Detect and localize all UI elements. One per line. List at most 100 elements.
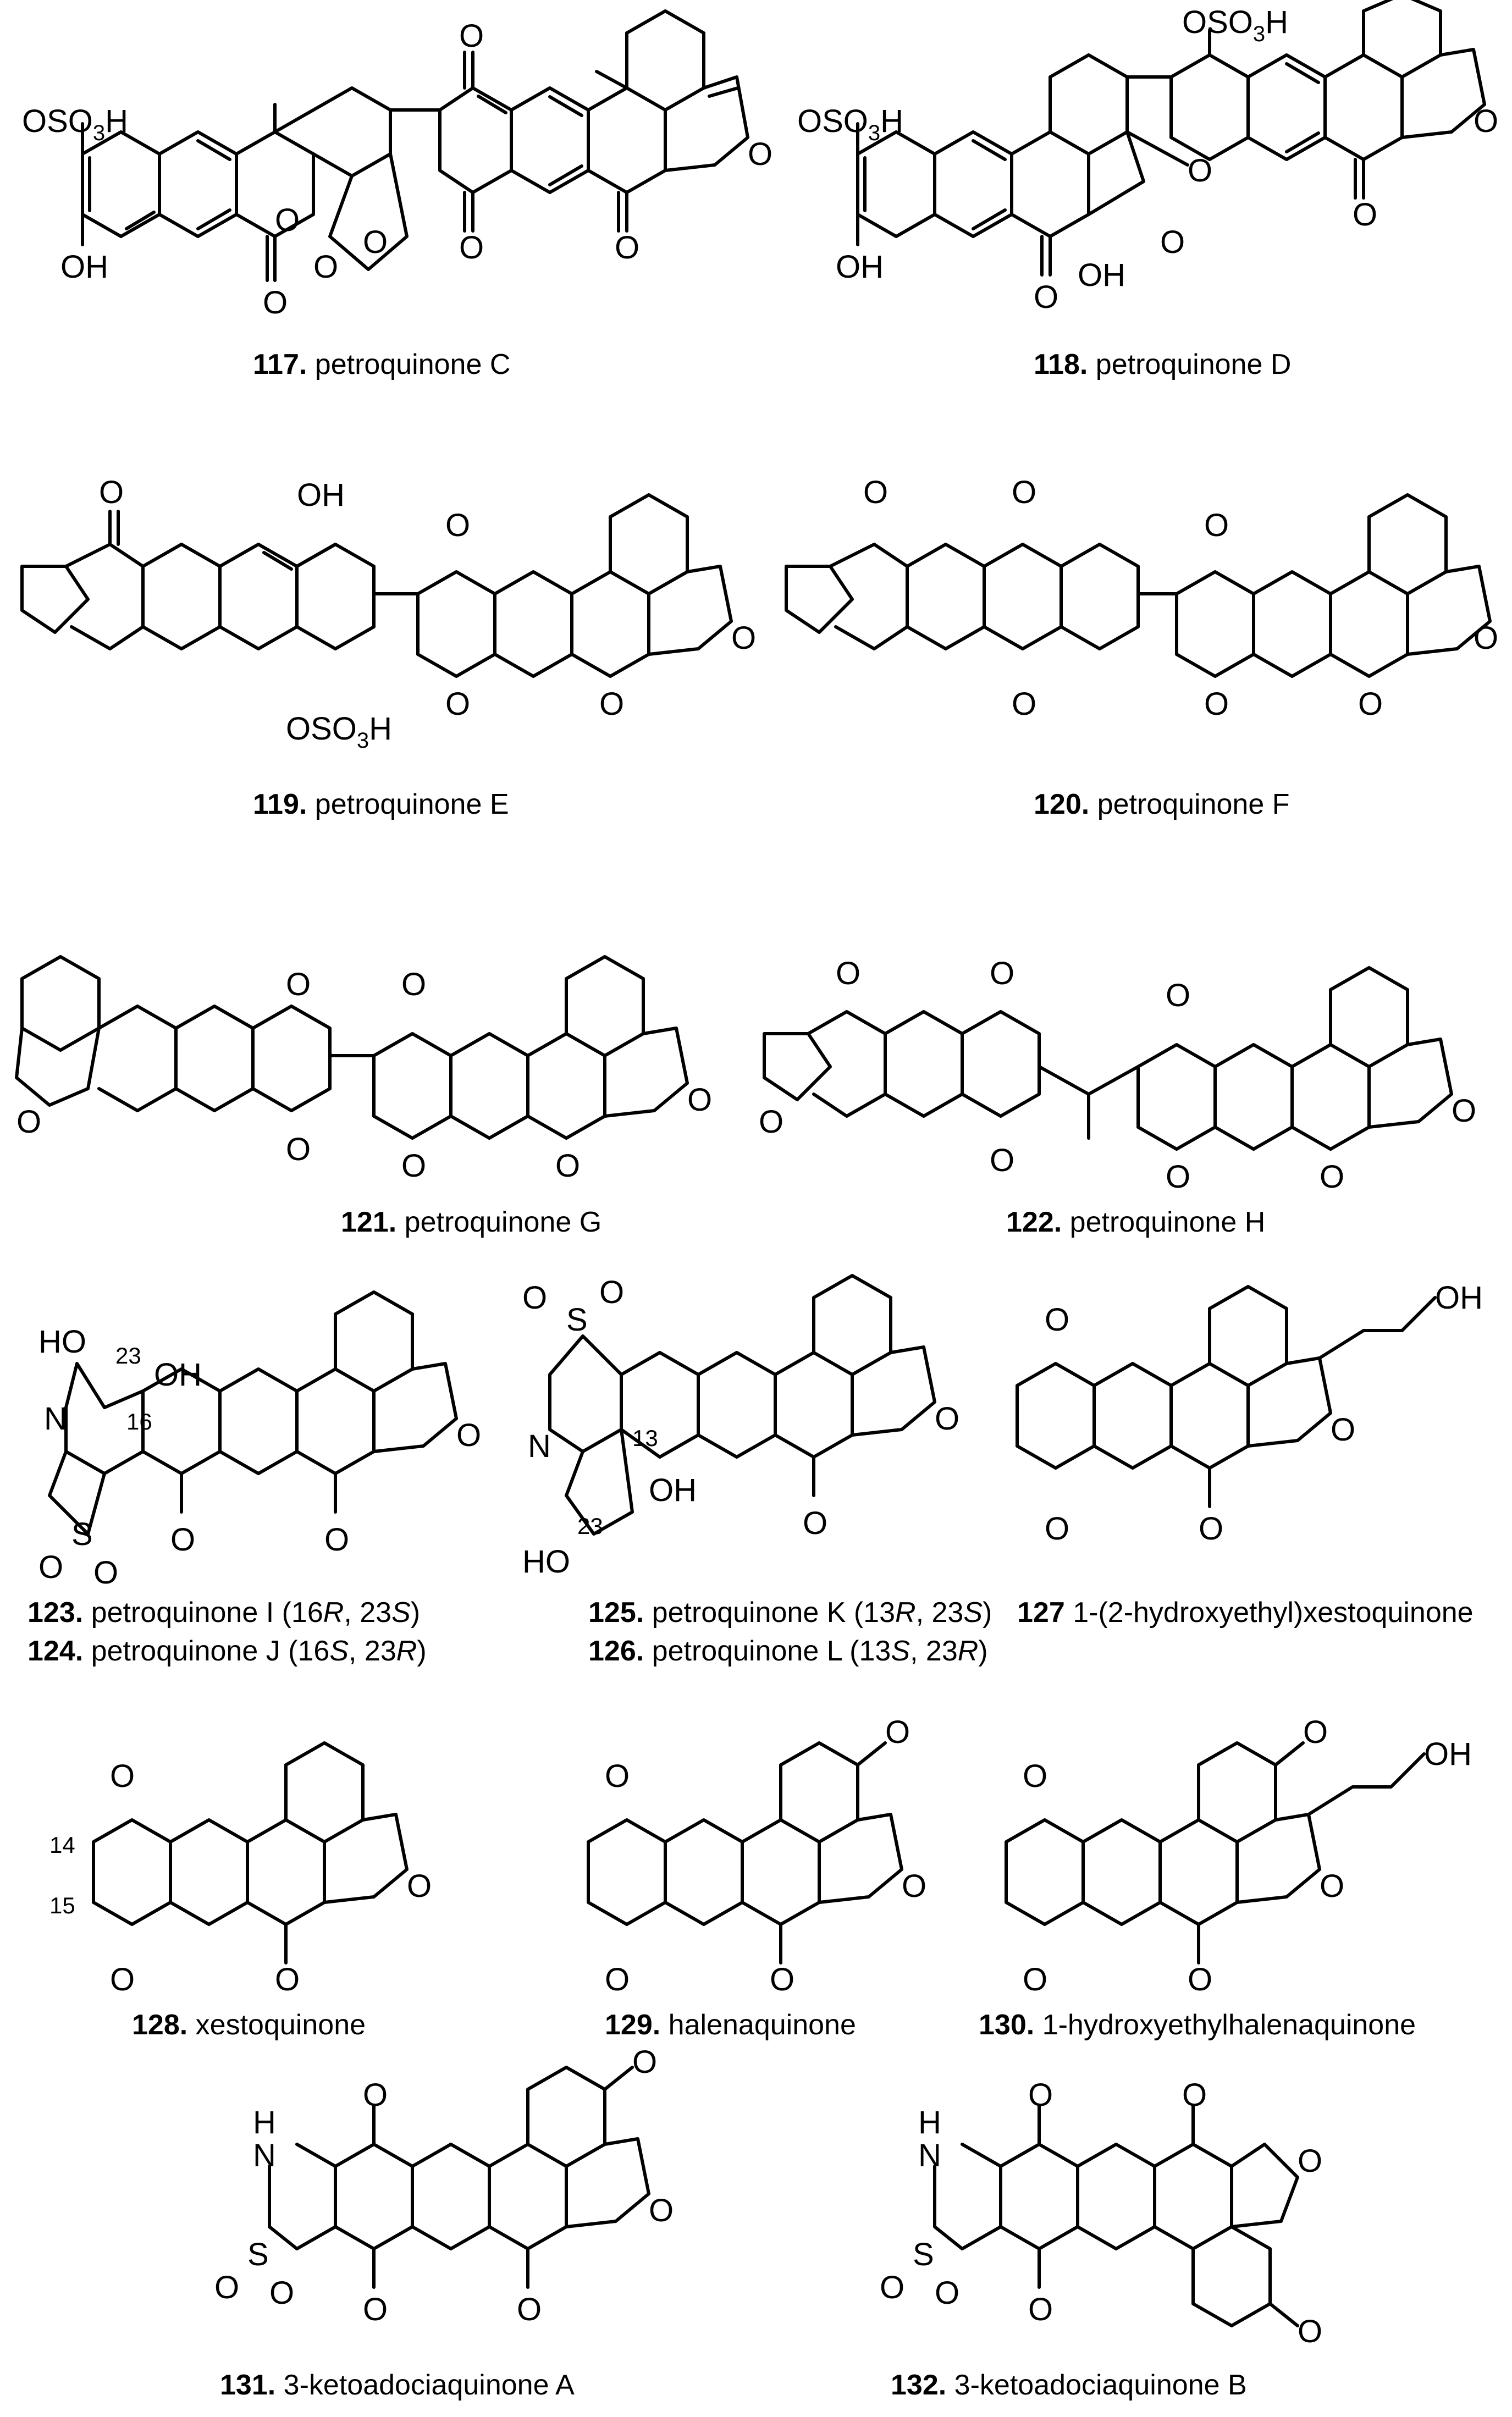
o-121-e: O (401, 1148, 426, 1184)
o-125-b: O (599, 1274, 624, 1310)
o-117-e: O (459, 18, 484, 54)
o-120-c: O (1012, 686, 1036, 722)
caption-119: 119. petroquinone E (253, 788, 509, 820)
o-123-b: O (93, 1555, 118, 1591)
oso3h-119: OSO3H (286, 711, 392, 753)
structure-119: O OH OSO3H O O O O 119. petroquinone E (20, 474, 756, 820)
oh-119: OH (297, 477, 345, 513)
o-132-b: O (935, 2275, 959, 2311)
structure-130: O O O O O OH 130. 1-hydroxyethylhalenaqu… (979, 1714, 1472, 2041)
caption-123: 123. petroquinone I (16R, 23S) (27, 1597, 420, 1629)
o-121-a: O (16, 1104, 41, 1140)
locant-14: 14 (49, 1832, 75, 1858)
o-130-b: O (1023, 1962, 1047, 1997)
o-125-d: O (935, 1401, 959, 1437)
o-118-b: O (1160, 224, 1185, 260)
o-119-c: O (445, 686, 470, 722)
s-131: S (247, 2237, 269, 2272)
caption-127: 127 1-(2-hydroxyethyl)xestoquinone (1017, 1597, 1474, 1629)
oh-117: OH (60, 249, 108, 285)
structure-125-126: O S O N 13 OH 23 HO O O 125. petroquinon… (522, 1274, 992, 1667)
o-120-e: O (1204, 686, 1229, 722)
o-122-c: O (990, 956, 1014, 991)
o-118-c: O (1188, 153, 1212, 189)
locant-23-b: 23 (577, 1513, 603, 1539)
o-117-b: O (275, 202, 300, 238)
o-119-b: O (445, 507, 470, 543)
o-130-c: O (1188, 1962, 1212, 1997)
nh-132-n: N (918, 2138, 941, 2173)
oh-118-b: OH (1078, 257, 1125, 293)
o-131-b: O (269, 2275, 294, 2311)
o-123-a: O (38, 1549, 63, 1585)
caption-126: 126. petroquinone L (13S, 23R) (588, 1635, 988, 1667)
structure-132: H N S O O O O O O O 132. 3-ketoadociaqui… (880, 2077, 1322, 2401)
o-120-d: O (1204, 507, 1229, 543)
caption-122: 122. petroquinone H (1006, 1206, 1265, 1238)
o-132-d: O (1028, 2292, 1053, 2327)
nh-131-n: N (253, 2138, 276, 2173)
s-132: S (913, 2237, 934, 2272)
o-118-a: O (1034, 279, 1058, 315)
structure-122: O O O O O O O O 122. petroquinone H (759, 956, 1476, 1238)
o-118-d: O (1353, 197, 1377, 233)
ho-123: HO (38, 1324, 86, 1360)
structure-128: O O 14 15 O O 128. xestoquinone (49, 1741, 432, 2041)
locant-13: 13 (632, 1425, 658, 1451)
caption-121: 121. petroquinone G (341, 1206, 602, 1238)
o-125-c: O (803, 1505, 827, 1541)
o-128-a: O (110, 1758, 135, 1794)
o-121-d: O (401, 967, 426, 1002)
o-130-a: O (1023, 1758, 1047, 1794)
o-121-f: O (555, 1148, 580, 1184)
structure-127: O O O O OH 127 1-(2-hydroxyethyl)xestoqu… (1016, 1280, 1483, 1629)
locant-16: 16 (126, 1409, 152, 1434)
o-119-a: O (99, 474, 124, 510)
o-132-g: O (1298, 2314, 1322, 2349)
o-122-a: O (759, 1104, 783, 1140)
ho-125: HO (522, 1544, 570, 1580)
o-125-a: O (522, 1280, 547, 1316)
o-132-c: O (1028, 2077, 1053, 2113)
o-131-a: O (214, 2270, 239, 2305)
o-117-c: O (313, 249, 338, 285)
o-117-h: O (748, 136, 772, 172)
caption-117: 117. petroquinone C (253, 349, 510, 380)
s-123: S (71, 1516, 93, 1552)
structure-120: O O O O O O O 120. petroquinone F (785, 474, 1498, 820)
oh-123: OH (154, 1357, 202, 1393)
o-123-d: O (324, 1522, 349, 1558)
caption-131: 131. 3-ketoadociaquinone A (220, 2369, 575, 2401)
o-129-c: O (770, 1962, 794, 1997)
o-122-g: O (1320, 1159, 1344, 1195)
o-130-e: O (1320, 1868, 1344, 1904)
oso3h-118-b: OSO3H (1182, 4, 1288, 46)
o-129-d: O (885, 1714, 910, 1750)
structure-131: H N S O O O O O O O 131. 3-ketoadociaqui… (214, 2044, 674, 2401)
structure-129: O O O O O 129. halenaquinone (587, 1714, 926, 2041)
o-120-b: O (1012, 474, 1036, 510)
nh-131-h: H (253, 2105, 276, 2140)
caption-125: 125. petroquinone K (13R, 23S) (588, 1597, 992, 1629)
n-123: N (44, 1401, 67, 1437)
oso3h-117-a: OSO3H (22, 103, 128, 145)
o-128-c: O (275, 1962, 300, 1997)
o-123-e: O (456, 1417, 481, 1453)
caption-130: 130. 1-hydroxyethylhalenaquinone (979, 2009, 1416, 2041)
o-129-a: O (605, 1758, 630, 1794)
caption-132: 132. 3-ketoadociaquinone B (891, 2369, 1247, 2401)
o-123-c: O (170, 1522, 195, 1558)
o-131-g: O (649, 2193, 674, 2228)
o-132-a: O (880, 2270, 904, 2305)
o-127-c: O (1199, 1511, 1223, 1547)
o-120-g: O (1474, 620, 1498, 656)
o-119-e: O (731, 620, 756, 656)
locant-23-a: 23 (115, 1343, 141, 1368)
structure-121: O O O O O O O 121. petroquinone G (15, 955, 712, 1238)
caption-120: 120. petroquinone F (1034, 788, 1289, 820)
caption-128: 128. xestoquinone (132, 2009, 366, 2041)
s-125: S (566, 1302, 588, 1338)
structure-117: OSO3H OH O O O O O O O O 117. petroquino… (22, 9, 772, 380)
